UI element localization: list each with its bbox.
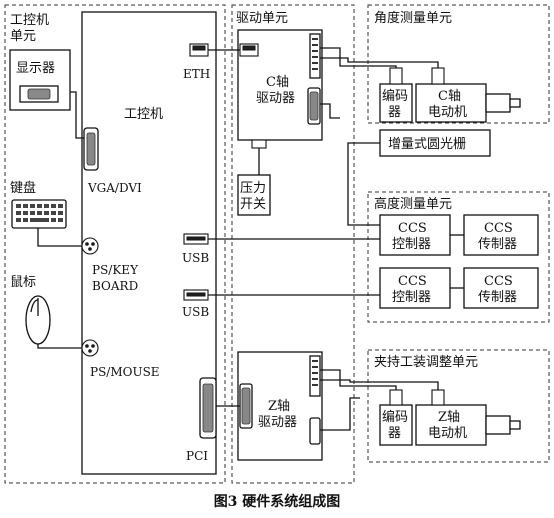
mouse-label: 鼠标 (10, 275, 36, 290)
z-motor-label-2: 电动机 (428, 426, 467, 441)
grating-label: 增量式圆光栅 (388, 137, 466, 152)
encoder-2-label-1: 编码 (382, 410, 408, 425)
ccs-ctrl-1-label-2: 控制器 (392, 237, 431, 252)
pressure-switch-box (237, 174, 271, 216)
ccs-sensor-1-box (463, 214, 539, 256)
ccs-sensor-1-label-2: 传制器 (478, 237, 517, 252)
ps-mouse-port (81, 339, 99, 357)
drive-unit-label: 驱动单元 (236, 11, 288, 26)
ccs-sensor-2-label-1: CCS (484, 274, 513, 289)
encoder-2-box (379, 404, 413, 446)
keyboard-label: 键盘 (10, 180, 36, 196)
ccs-controller-1-box (379, 214, 451, 256)
monitor-connector-icon (27, 88, 51, 100)
pressure-label-2: 开关 (240, 197, 266, 212)
c-motor-shaft (485, 93, 511, 113)
drive-unit-frame (231, 4, 355, 484)
ccs-ctrl-2-label-1: CCS (398, 274, 427, 289)
ps-key-label-2: BOARD (92, 279, 138, 293)
monitor-label: 显示器 (16, 61, 55, 76)
ccs-sensor-2-label-2: 传制器 (478, 290, 517, 305)
encoder-1-label-1: 编码 (382, 89, 408, 104)
vga-label: VGA/DVI (87, 181, 142, 195)
usb-label-1: USB (182, 251, 209, 265)
pressure-switch-port (251, 139, 267, 149)
wires (37, 47, 464, 431)
encoder-1-box (379, 83, 413, 123)
z-motor-label-1: Z轴 (438, 410, 460, 425)
keyboard-keys (16, 204, 63, 222)
encoder-1-label-2: 器 (388, 105, 401, 120)
ccs-ctrl-2-label-2: 控制器 (392, 290, 431, 305)
ipc-label: 工控机 (124, 107, 163, 122)
height-unit-frame (367, 191, 550, 323)
grating-box (379, 129, 491, 157)
height-unit-label: 高度测量单元 (374, 196, 452, 212)
ipc-unit-label-1: 工控机 (10, 13, 49, 28)
z-motor-shaft (485, 415, 511, 435)
ccs-ctrl-1-label-1: CCS (398, 221, 427, 236)
usb-label-2: USB (182, 305, 209, 319)
ps-mouse-label: PS/MOUSE (90, 365, 160, 379)
ccs-sensor-2-box (463, 267, 539, 309)
clamp-unit-label: 夹持工装调整单元 (374, 355, 478, 370)
c-motor-label-1: C轴 (438, 89, 461, 104)
ipc-unit-frame (4, 4, 226, 484)
eth-label: ETH (183, 67, 210, 81)
ps-keyboard-port (81, 237, 99, 255)
z-driver-label-2: 驱动器 (258, 415, 297, 430)
angle-unit-frame (367, 4, 550, 124)
figure-caption: 图3 硬件系统组成图 (214, 493, 341, 510)
ipc-unit-label-2: 单元 (10, 29, 36, 44)
pci-label: PCI (186, 449, 208, 463)
c-motor-box (415, 83, 487, 123)
z-driver-connector-top (309, 355, 321, 397)
ps-key-label-1: PS/KEY (92, 263, 139, 277)
ccs-sensor-1-label-1: CCS (484, 221, 513, 236)
pressure-label-1: 压力 (240, 181, 266, 196)
c-driver-label-1: C轴 (266, 75, 289, 90)
c-driver-label-2: 驱动器 (256, 91, 295, 106)
c-motor-label-2: 电动机 (428, 105, 467, 120)
encoder-2-label-2: 器 (388, 426, 401, 441)
z-driver-label-1: Z轴 (268, 399, 290, 414)
ccs-controller-2-box (379, 267, 451, 309)
z-driver-connector-bottom (309, 417, 321, 445)
angle-unit-label: 角度测量单元 (374, 10, 452, 26)
